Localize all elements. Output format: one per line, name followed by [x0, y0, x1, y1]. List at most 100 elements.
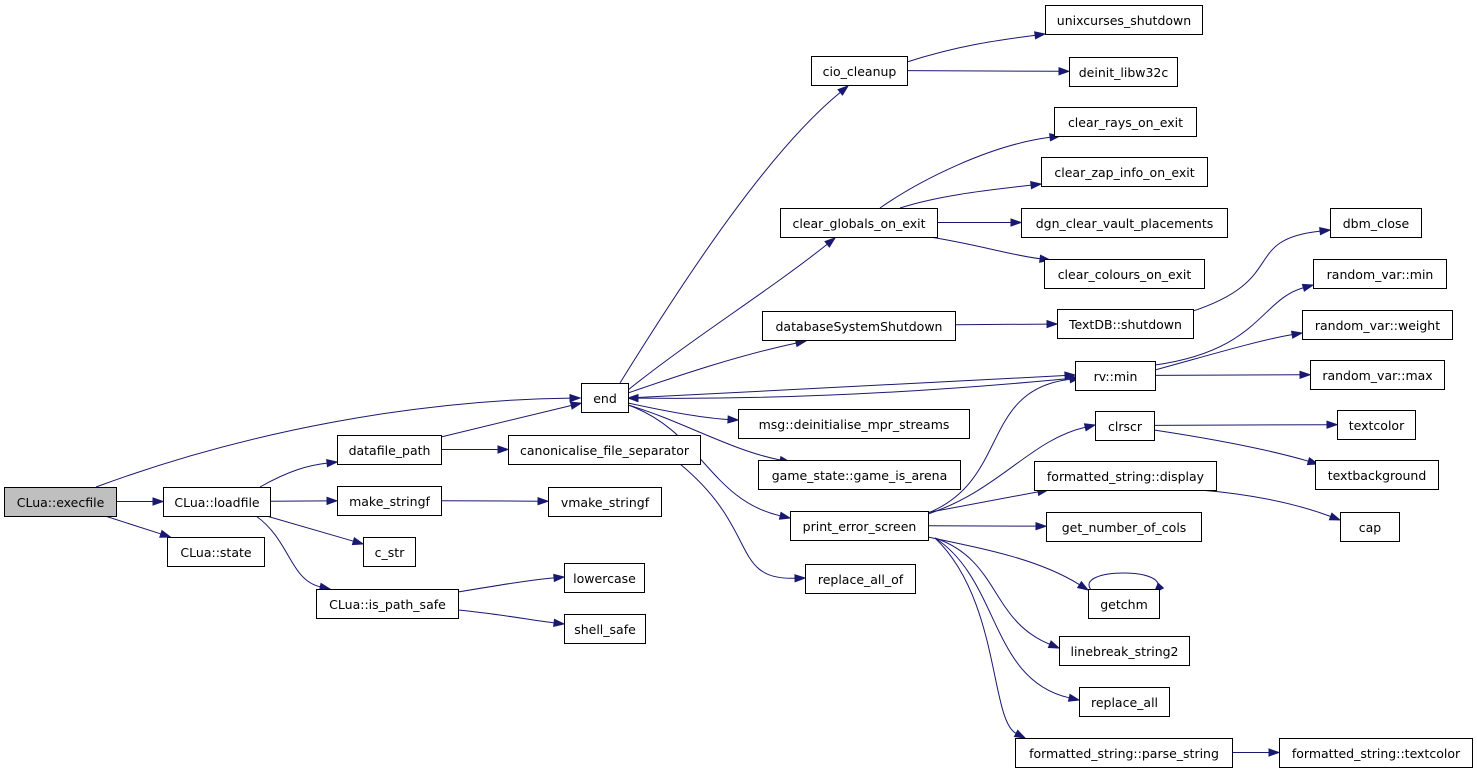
node-make-stringf[interactable]: make_stringf	[337, 486, 442, 516]
edge-is-path-safe-to-lowercase	[457, 573, 566, 593]
node-clrscr-label: clrscr	[1108, 419, 1143, 434]
node-clrscr[interactable]: clrscr	[1095, 411, 1155, 441]
node-rv-var-min-box	[1313, 259, 1447, 289]
node-get-cols-label: get_number_of_cols	[1062, 520, 1187, 535]
node-textdb-shutdown[interactable]: TextDB::shutdown	[1057, 309, 1194, 339]
edge-end-to-clear-globals-line	[627, 243, 828, 391]
edge-db-shutdown-to-textdb-shutdown	[954, 319, 1059, 329]
node-end[interactable]: end	[581, 383, 629, 413]
edge-rv-min-to-rv-max-line	[1154, 374, 1301, 376]
node-dbm-close[interactable]: dbm_close	[1330, 208, 1422, 238]
node-game-is-arena[interactable]: game_state::game_is_arena	[758, 460, 961, 490]
edge-print-error-to-replace-all-line	[934, 537, 1070, 699]
node-textbackground-label: textbackground	[1328, 468, 1427, 483]
edge-loadfile-to-c-str-arrowhead	[351, 537, 365, 546]
node-loadfile-label: CLua::loadfile	[174, 495, 260, 510]
node-c-str[interactable]: c_str	[363, 537, 416, 567]
edge-print-error-to-rv-min	[927, 375, 1082, 514]
node-getchm[interactable]: getchm	[1088, 589, 1160, 619]
node-clear-globals[interactable]: clear_globals_on_exit	[780, 208, 938, 238]
node-replace-all-label: replace_all	[1091, 695, 1158, 710]
node-replace-all[interactable]: replace_all	[1079, 687, 1170, 717]
edge-loadfile-to-is-path-safe-line	[255, 515, 321, 588]
node-execfile-box	[4, 487, 117, 517]
node-lowercase[interactable]: lowercase	[564, 563, 645, 593]
node-replace-all-of[interactable]: replace_all_of	[805, 564, 916, 594]
node-fs-parse[interactable]: formatted_string::parse_string	[1015, 738, 1233, 768]
node-textbackground-box	[1315, 460, 1439, 490]
edge-is-path-safe-to-lowercase-arrowhead	[553, 573, 566, 583]
node-clear-colours[interactable]: clear_colours_on_exit	[1044, 259, 1205, 289]
node-rv-min[interactable]: rv::min	[1075, 361, 1156, 391]
node-fs-textcolor-box	[1279, 738, 1473, 768]
node-cio-cleanup[interactable]: cio_cleanup	[811, 56, 908, 86]
node-unixcurses[interactable]: unixcurses_shutdown	[1045, 5, 1203, 35]
node-print-error[interactable]: print_error_screen	[790, 511, 929, 541]
node-fs-textcolor[interactable]: formatted_string::textcolor	[1279, 738, 1473, 768]
node-datafile-path[interactable]: datafile_path	[337, 435, 442, 465]
node-clear-zap[interactable]: clear_zap_info_on_exit	[1041, 157, 1208, 187]
edge-print-error-to-replace-all-arrowhead	[1067, 693, 1081, 702]
edge-end-to-db-shutdown-line	[627, 342, 797, 394]
node-rv-max-label: random_var::max	[1322, 368, 1432, 383]
node-fs-display[interactable]: formatted_string::display	[1034, 461, 1217, 491]
edge-print-error-to-linebreak-arrowhead	[1047, 640, 1061, 649]
node-datafile-path-label: datafile_path	[349, 443, 431, 458]
node-canonicalise[interactable]: canonicalise_file_separator	[508, 435, 701, 465]
node-rv-weight[interactable]: random_var::weight	[1302, 310, 1453, 340]
node-execfile[interactable]: CLua::execfile	[4, 487, 117, 517]
edge-rv-min-to-rv-weight	[1154, 330, 1304, 371]
edge-is-path-safe-to-shell-safe-arrowhead	[553, 618, 566, 627]
edge-clear-globals-to-clear-zap-arrowhead	[1030, 181, 1043, 190]
node-unixcurses-label: unixcurses_shutdown	[1057, 13, 1191, 28]
node-loadfile-box	[163, 487, 271, 517]
node-clear-rays[interactable]: clear_rays_on_exit	[1054, 107, 1197, 137]
node-textdb-shutdown-label: TextDB::shutdown	[1068, 317, 1182, 332]
edge-clear-globals-to-clear-zap	[899, 181, 1043, 209]
node-clear-rays-box	[1054, 107, 1197, 137]
edge-print-error-to-clrscr-line	[927, 426, 1086, 515]
edge-end-to-msg-deinit	[627, 402, 740, 424]
node-canonicalise-label: canonicalise_file_separator	[520, 443, 690, 458]
edge-end-to-clear-globals	[627, 237, 837, 391]
edge-execfile-to-state-line	[104, 515, 162, 535]
node-shell-safe[interactable]: shell_safe	[564, 614, 646, 644]
edge-cio-cleanup-to-unixcurses	[906, 31, 1047, 63]
node-fs-parse-box	[1015, 738, 1233, 768]
node-msg-deinit[interactable]: msg::deinitialise_mpr_streams	[738, 409, 970, 439]
node-deinit-libw32c[interactable]: deinit_libw32c	[1069, 57, 1178, 87]
node-is-path-safe[interactable]: CLua::is_path_safe	[316, 589, 459, 619]
node-textcolor[interactable]: textcolor	[1337, 410, 1416, 440]
edge-textdb-shutdown-to-dbm-close	[1189, 226, 1332, 313]
node-vmake-stringf[interactable]: vmake_stringf	[548, 487, 662, 517]
node-clear-colours-box	[1044, 259, 1205, 289]
node-loadfile[interactable]: CLua::loadfile	[163, 487, 271, 517]
node-fs-display-box	[1034, 461, 1217, 491]
edge-loadfile-to-is-path-safe	[255, 515, 332, 591]
node-end-label: end	[593, 391, 617, 406]
node-linebreak[interactable]: linebreak_string2	[1059, 636, 1190, 666]
edge-loadfile-to-make-stringf-arrowhead	[326, 496, 339, 506]
node-cap[interactable]: cap	[1340, 512, 1400, 542]
edge-fs-display-to-cap	[1199, 489, 1342, 521]
node-get-cols-box	[1046, 512, 1202, 542]
edge-print-error-to-get-cols-arrowhead	[1035, 521, 1048, 531]
node-execfile-label: CLua::execfile	[17, 495, 105, 510]
node-db-shutdown[interactable]: databaseSystemShutdown	[762, 311, 956, 341]
node-deinit-libw32c-box	[1069, 57, 1178, 87]
node-deinit-libw32c-label: deinit_libw32c	[1079, 65, 1169, 80]
node-state[interactable]: CLua::state	[167, 537, 265, 567]
node-rv-weight-box	[1302, 310, 1453, 340]
node-textbackground[interactable]: textbackground	[1315, 460, 1439, 490]
node-rv-max-box	[1310, 360, 1445, 390]
edge-loadfile-to-c-str	[266, 515, 365, 546]
node-get-cols[interactable]: get_number_of_cols	[1046, 512, 1202, 542]
edge-print-error-to-fs-display	[927, 487, 1050, 514]
node-rv-max[interactable]: random_var::max	[1310, 360, 1445, 390]
node-rv-var-min[interactable]: random_var::min	[1313, 259, 1447, 289]
node-dgn-clear[interactable]: dgn_clear_vault_placements	[1021, 208, 1228, 238]
edge-clrscr-to-textbackground	[1153, 429, 1320, 466]
edge-print-error-to-getchm-arrowhead	[1076, 580, 1090, 591]
edge-is-path-safe-to-lowercase-line	[457, 577, 555, 593]
